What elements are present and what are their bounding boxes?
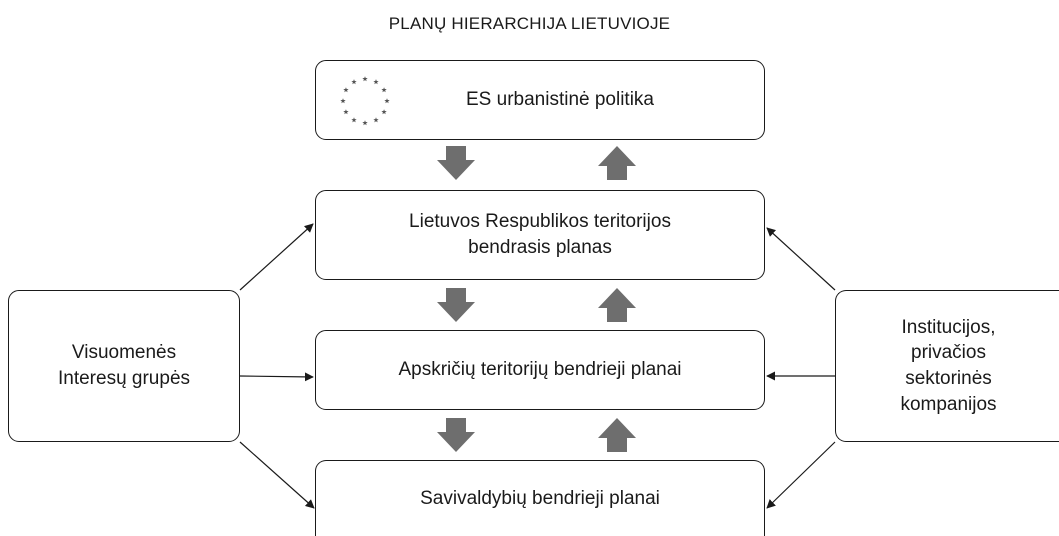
eu-star-icon [351,79,357,85]
left-to-county-arrow [239,372,314,382]
left-to-municipal-arrow [239,441,315,509]
county-plans-box: Apskričių teritorijų bendrieji planai [315,330,765,410]
right-to-national-arrow [766,227,836,291]
eu-star-icon [384,98,390,104]
eu-star-icon [343,109,349,115]
eu-star-icon [373,79,379,85]
eu-star-icon [362,120,368,126]
municipal-plans-label: Savivaldybių bendrieji planai [420,487,660,509]
eu-star-icon [340,98,346,104]
national-plan-box: Lietuvos Respublikos teritorijos bendras… [315,190,765,280]
left-to-national-arrow [239,223,314,291]
eu-star-icon [381,109,387,115]
eu-policy-box: ES urbanistinė politika [315,60,765,140]
down-arrow-2 [437,288,475,322]
institutions-box: Institucijos, privačios sektorinės kompa… [835,290,1059,442]
institutions-label: Institucijos, privačios sektorinės kompa… [900,316,997,415]
eu-star-icon [343,87,349,93]
county-plans-label: Apskričių teritorijų bendrieji planai [398,359,682,381]
eu-star-icon [362,76,368,82]
right-to-municipal-arrow [766,441,836,509]
down-arrow-1 [437,146,475,180]
eu-policy-label: ES urbanistinė politika [466,89,654,111]
public-interest-groups-label: Visuomenės Interesų grupės [57,342,191,389]
diagram-title: PLANŲ HIERARCHIJA LIETUVIOJE [388,14,671,33]
eu-star-icon [373,117,379,123]
eu-star-icon [351,117,357,123]
public-interest-groups-box: Visuomenės Interesų grupės [8,290,240,442]
up-arrow-1 [598,146,636,180]
eu-star-icon [381,87,387,93]
down-arrow-3 [437,418,475,452]
up-arrow-3 [598,418,636,452]
national-plan-label: Lietuvos Respublikos teritorijos bendras… [409,211,671,258]
municipal-plans-box: Savivaldybių bendrieji planai [315,460,765,536]
up-arrow-2 [598,288,636,322]
eu-stars-icon [340,76,390,126]
